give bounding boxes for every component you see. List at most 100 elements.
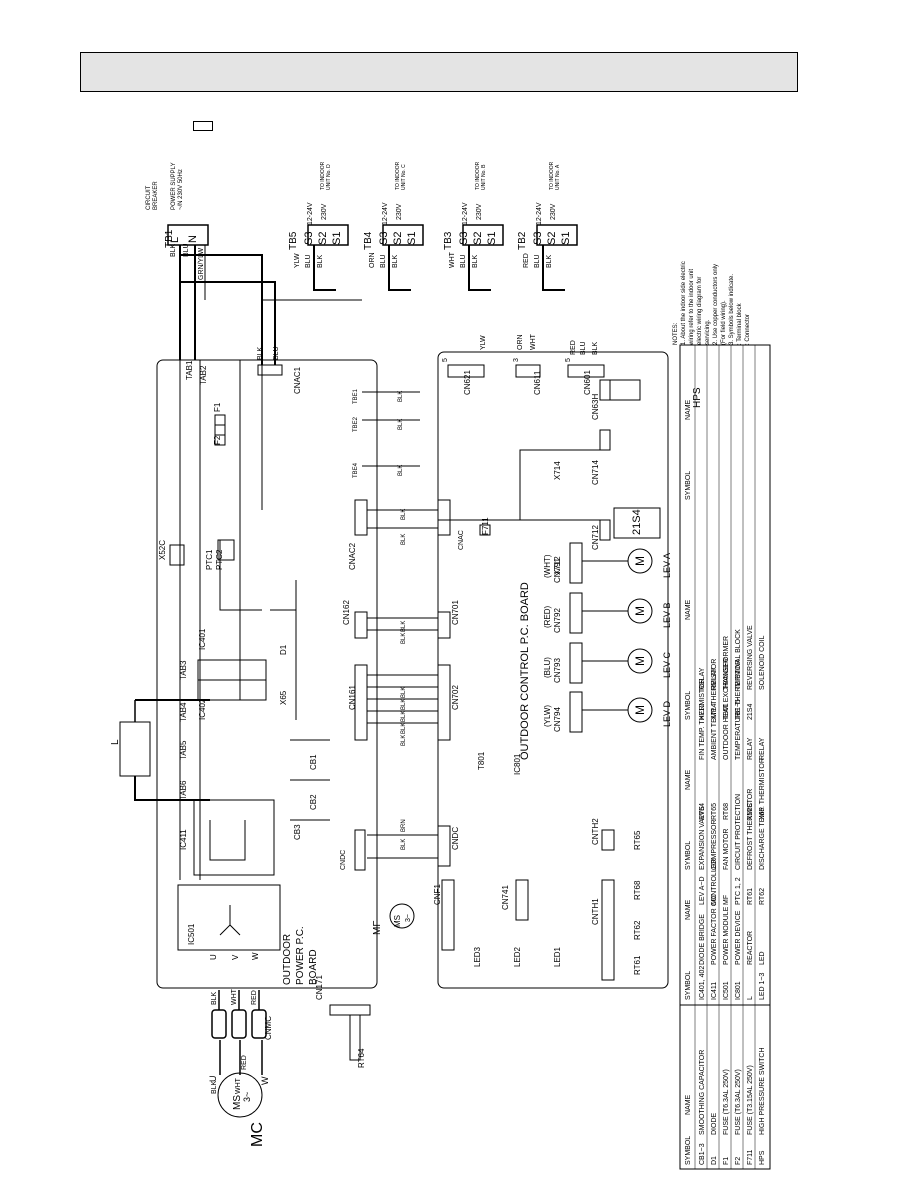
x52c-label: X52C bbox=[158, 540, 167, 560]
wiring-lines bbox=[119, 224, 771, 1170]
cnmc-pin bbox=[211, 1009, 227, 1039]
wire-blk: BLK bbox=[317, 254, 324, 268]
legend-cell: CIRCUIT PROTECTION bbox=[735, 794, 742, 870]
legend-header: SYMBOL bbox=[685, 841, 692, 870]
ptc-wire bbox=[219, 540, 262, 611]
reactor-lead bbox=[134, 776, 210, 801]
ptc2-label: PTC2 bbox=[215, 549, 224, 570]
wire-blk: BLK bbox=[211, 1080, 218, 1094]
v-label: V bbox=[231, 954, 240, 960]
cnac1-label: CNAC1 bbox=[293, 366, 302, 394]
lev-label: LEV C bbox=[662, 651, 672, 678]
s2-label: S2 bbox=[546, 232, 558, 245]
ic411-module bbox=[193, 799, 275, 876]
circuit-breaker-label: BREAKER bbox=[153, 181, 159, 210]
relay-wire bbox=[438, 449, 600, 521]
t801-label: T801 bbox=[477, 751, 486, 770]
v230-label: 230V bbox=[550, 203, 557, 220]
cn714-label: CN714 bbox=[591, 460, 600, 485]
s3-label: S3 bbox=[303, 232, 315, 245]
power-board-label: BOARD bbox=[308, 949, 319, 985]
hps-label: HPS bbox=[692, 387, 703, 408]
s1-label: S1 bbox=[406, 232, 418, 245]
ic411-diodes bbox=[209, 820, 246, 861]
rt65-label: RT65 bbox=[633, 830, 642, 850]
legend-header: NAME bbox=[685, 399, 692, 420]
ic501-module bbox=[177, 884, 281, 951]
cn611-connector bbox=[515, 364, 541, 378]
legend-cell: DISCHARGE TEMP. THERMISTOR bbox=[759, 758, 766, 870]
ptc1-label: PTC1 bbox=[205, 549, 214, 570]
v1224-label: 12-24V bbox=[462, 202, 469, 225]
cn621-label: CN621 bbox=[463, 370, 472, 395]
wire-blk: BLK bbox=[401, 621, 407, 632]
phase-fan: 3~ bbox=[405, 914, 412, 922]
legend-symbol: F711 bbox=[747, 1149, 754, 1165]
reactor-l bbox=[119, 721, 151, 777]
rt62-label: RT62 bbox=[633, 920, 642, 940]
ms-label: MS bbox=[232, 1095, 243, 1110]
power-board-outline bbox=[156, 359, 378, 989]
tb-label: TB2 bbox=[517, 231, 528, 250]
s3-label: S3 bbox=[458, 232, 470, 245]
phase-label: 3~ bbox=[242, 1092, 252, 1102]
v230-label: 230V bbox=[321, 203, 328, 220]
wire-blu: BLU bbox=[183, 243, 190, 257]
wire-color: RED bbox=[523, 253, 530, 268]
cnth2-connector bbox=[601, 829, 615, 851]
cnf1-label: CNF1 bbox=[433, 884, 442, 905]
wire-blk: BLK bbox=[401, 735, 407, 746]
cndc-board-label: CNDC bbox=[451, 827, 460, 850]
wire-blk: BLK bbox=[170, 243, 177, 257]
lev-color-label: (WHT) bbox=[543, 554, 552, 578]
rt68-label: RT68 bbox=[633, 880, 642, 900]
lev-motor-m: M bbox=[633, 556, 647, 566]
cnf1-connector bbox=[441, 879, 455, 951]
to-indoor-label: UNIT No. B bbox=[481, 164, 487, 190]
tab6-label: TAB6 bbox=[179, 780, 188, 800]
cndc-label: CNDC bbox=[340, 850, 347, 870]
tb-label: TB3 bbox=[443, 231, 454, 250]
lev-connector bbox=[569, 691, 583, 733]
wire-blk: BLK bbox=[401, 534, 407, 545]
legend-cell: RELAY bbox=[711, 667, 718, 690]
legend-name: FUSE (T6.3AL 250V) bbox=[735, 1069, 742, 1135]
legend-cell: RT68 bbox=[723, 803, 730, 820]
terminal-symbol-box bbox=[193, 121, 213, 131]
fuse-f2 bbox=[214, 424, 226, 446]
wire-blu: BLU bbox=[273, 346, 280, 360]
cn161-label: CN161 bbox=[348, 685, 357, 710]
cn63h-connector bbox=[599, 379, 611, 401]
wire-color: BLU bbox=[305, 254, 312, 268]
cn741-label: CN741 bbox=[501, 885, 510, 910]
v1224-label: 12-24V bbox=[382, 202, 389, 225]
cn601-label: CN601 bbox=[583, 370, 592, 395]
cnth1-label: CNTH1 bbox=[591, 898, 600, 925]
legend-cell: TB01 bbox=[723, 703, 730, 720]
to-indoor-label: UNIT No. D bbox=[326, 164, 332, 190]
legend-name: DIODE bbox=[711, 1113, 718, 1136]
legend-header: SYMBOL bbox=[685, 691, 692, 720]
legend-cell: TB1~5 bbox=[735, 699, 742, 720]
s2-label: S2 bbox=[392, 232, 404, 245]
legend-symbol: F2 bbox=[735, 1157, 742, 1165]
notes-line: 2. Use copper conductors only bbox=[713, 264, 719, 345]
lev-connector-label: CN794 bbox=[553, 707, 562, 732]
cn161-connector bbox=[354, 664, 368, 741]
ms-fan: MS bbox=[393, 915, 402, 927]
tab2-label: TAB2 bbox=[199, 365, 208, 385]
mf-label: MF bbox=[372, 921, 383, 935]
x712-label: X712 bbox=[553, 556, 562, 575]
ic501-symbol bbox=[219, 924, 231, 936]
legend-cell: TRANSFORMER bbox=[723, 636, 730, 690]
legend-header: NAME bbox=[685, 599, 692, 620]
terminal-w: W bbox=[260, 1076, 270, 1085]
legend-symbol: HPS bbox=[759, 1150, 766, 1165]
wire-wht: WHT bbox=[231, 988, 238, 1005]
lev-color-label: (RED) bbox=[543, 605, 552, 628]
to-indoor-label: TO INDOOR bbox=[320, 161, 326, 190]
wire-color: WHT bbox=[449, 251, 456, 268]
s2-label: S2 bbox=[472, 232, 484, 245]
reversing-valve bbox=[613, 507, 661, 539]
